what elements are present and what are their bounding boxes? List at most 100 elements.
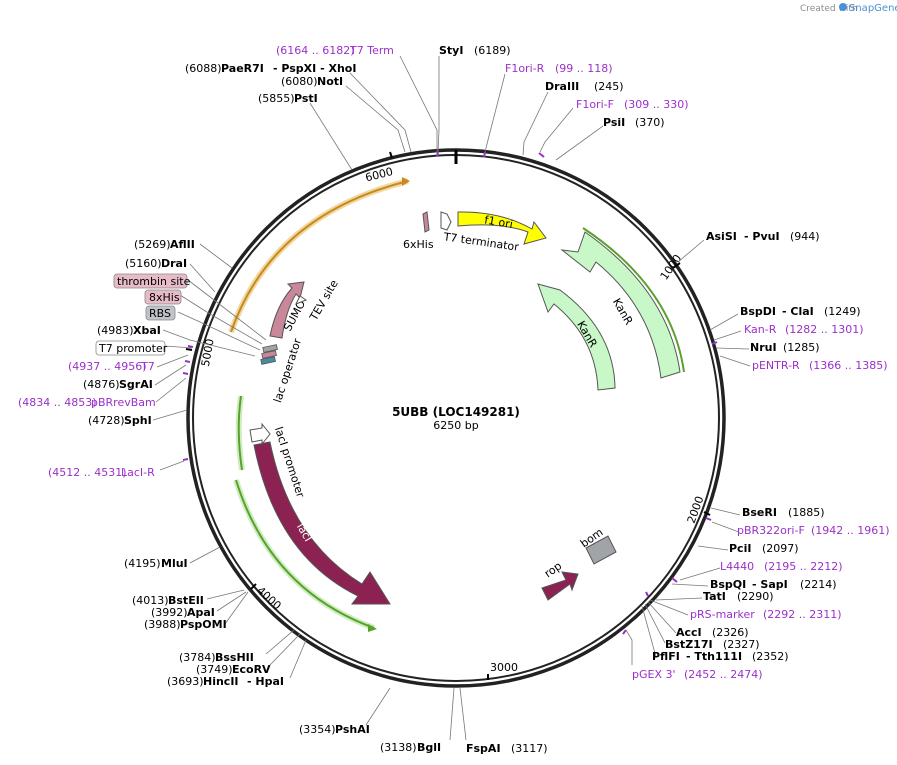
site-mlui-pos: (4195) — [124, 557, 161, 570]
site-noti-pos: (6080) — [281, 75, 318, 88]
badge-t7-promoter-box — [95, 340, 166, 356]
site-hincii-extra: - HpaI — [247, 675, 284, 688]
feature-small-box-3 — [260, 356, 276, 365]
site-pflfi-extra: - Tth111I — [686, 650, 742, 663]
site-xbai-pos: (4983) — [97, 324, 134, 337]
site-laci-r-name: LacI-R — [121, 466, 155, 479]
credit-prefix: Created with — [800, 4, 858, 14]
site-bspdi-pos: (1249) — [824, 305, 861, 318]
primer-mark-t7term — [436, 151, 439, 157]
plasmid-length: 6250 bp — [433, 419, 478, 432]
site-apai-name: ApaI — [187, 606, 215, 619]
tick-6000-mark — [389, 151, 393, 159]
feature-kanr-outer-arrow — [560, 231, 681, 379]
site-bgli-pos: (3138) — [380, 741, 417, 754]
site-apai-pos: (3992) — [151, 606, 188, 619]
feature-green-strand-inner — [237, 395, 243, 471]
feature-rop-label: rop — [542, 559, 564, 580]
site-f1ori-r-pos: (99 .. 118) — [555, 62, 613, 75]
tick-2000-mark — [703, 511, 711, 516]
site-prs-marker-pos: (2292 .. 2311) — [763, 608, 842, 621]
feature-sumo: SUMO — [269, 281, 308, 339]
feature-f1-ori-arrow — [457, 211, 547, 245]
site-l4440-pos: (2195 .. 2212) — [764, 560, 843, 573]
site-psii-name: PsiI — [603, 116, 625, 129]
site-xbai-name: XbaI — [133, 324, 161, 337]
site-sphi-name: SphI — [124, 414, 152, 427]
site-pshai-pos: (3354) — [299, 723, 336, 736]
site-nrui-name: NruI — [750, 341, 777, 354]
primer-mark-f1ori-r — [483, 151, 486, 158]
feature-bom: bom — [578, 526, 617, 565]
site-pflfi-pos: (2352) — [752, 650, 789, 663]
feature-tev-label: TEV site — [307, 277, 341, 323]
site-draiii-name: DraIII — [545, 80, 579, 93]
site-laci-r-pos: (4512 .. 4531) — [48, 466, 127, 479]
primer-mark-f1ori-f — [538, 152, 545, 158]
site-fspai-pos: (3117) — [511, 742, 548, 755]
site-prs-marker-name: pRS-marker — [690, 608, 755, 621]
site-mlui-name: MluI — [161, 557, 188, 570]
tick-1000-mark — [672, 262, 681, 269]
site-bsteii-pos: (4013) — [132, 594, 169, 607]
primer-mark-pbrrevbam — [182, 372, 189, 375]
site-t7-pos: (4937 .. 4956) — [68, 360, 147, 373]
site-bspdi-name: BspDI — [740, 305, 776, 318]
site-asisi-name: AsiSI — [706, 230, 737, 243]
feature-orange-strand-head — [402, 177, 410, 186]
feature-t7-terminator-label: T7 terminator — [442, 230, 520, 254]
plasmid-name: 5UBB (LOC149281) — [392, 405, 520, 419]
site-pcii-name: PciI — [729, 542, 751, 555]
site-aflii-pos: (5269) — [134, 238, 171, 251]
site-pentr-r-name: pENTR-R — [752, 359, 800, 372]
feature-t7-terminator-arrow — [440, 211, 452, 231]
primer-mark-pgex — [622, 629, 627, 635]
feature-laci-promoter-arrow — [249, 422, 271, 446]
site-pspomi-name: PspOMI — [180, 618, 227, 631]
site-aflii-name: AflII — [170, 238, 195, 251]
feature-orange-strand — [230, 180, 409, 333]
feature-kanr-outer-strand — [582, 227, 685, 373]
primer-mark-t7 — [184, 360, 191, 363]
badge-rbs-box — [145, 305, 176, 321]
site-t7-name: T7 — [140, 360, 155, 373]
site-pspomi-pos: (3988) — [144, 618, 181, 631]
site-paer7i-name: PaeR7I — [221, 62, 264, 75]
feature-bom-box — [585, 535, 617, 565]
primer-mark-l4440 — [671, 577, 678, 583]
site-pcii-pos: (2097) — [762, 542, 799, 555]
site-f1ori-r-name: F1ori-R — [505, 62, 545, 75]
site-draiii-pos: (245) — [594, 80, 624, 93]
site-bseri-pos: (1885) — [788, 506, 825, 519]
site-t7-term-pos: (6164 .. 6182) — [276, 44, 355, 57]
feature-kanr-inner-arrow — [537, 283, 616, 391]
feature-laci: lacI — [253, 441, 391, 605]
site-pshai-name: PshAI — [335, 723, 370, 736]
site-styi-pos: (6189) — [474, 44, 511, 57]
site-nrui-pos: (1285) — [783, 341, 820, 354]
feature-green-strand-outer — [235, 479, 375, 629]
site-bspqi-pos: (2214) — [800, 578, 837, 591]
site-tati-name: TatI — [703, 590, 726, 603]
tick-3000-label: 3000 — [490, 661, 518, 674]
site-acci-pos: (2326) — [712, 626, 749, 639]
site-bgli-name: BglI — [417, 741, 441, 754]
feature-rop: rop — [541, 559, 579, 601]
tick-6000-label: 6000 — [364, 165, 394, 184]
site-drai-pos: (5160) — [125, 257, 162, 270]
site-psti-pos: (5855) — [258, 92, 295, 105]
site-f1ori-f-pos: (309 .. 330) — [624, 98, 689, 111]
badge-rbs-label: RBS — [149, 307, 171, 320]
site-acci-name: AccI — [676, 626, 702, 639]
site-hincii-pos: (3693) — [167, 675, 204, 688]
site-pbrrevbam-pos: (4834 .. 4853) — [18, 396, 97, 409]
badge-8xhis-box — [144, 289, 182, 305]
site-ecorv-pos: (3749) — [196, 663, 233, 676]
primer-mark-t7-2 — [187, 345, 194, 348]
feature-6xhis-label: 6xHis — [403, 238, 434, 251]
site-pbr322ori-f-pos: (1942 .. 1961) — [811, 524, 890, 537]
site-asisi-pos: (944) — [790, 230, 820, 243]
tick-5000-mark — [185, 348, 193, 351]
primer-marks — [182, 151, 718, 635]
